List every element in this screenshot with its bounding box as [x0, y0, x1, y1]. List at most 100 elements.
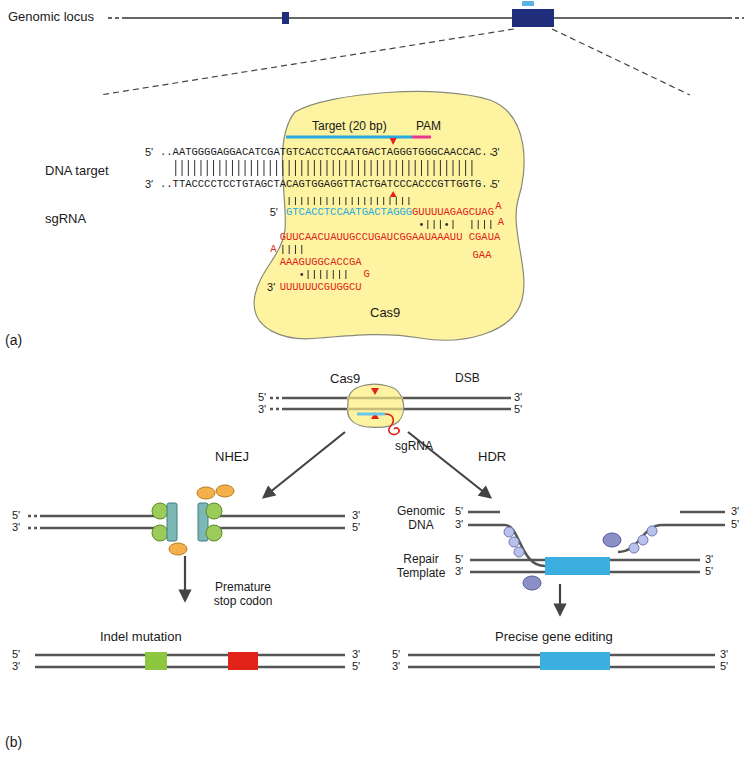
base-pair [282, 160, 283, 176]
base-pair [314, 197, 315, 205]
hdr-complex [647, 526, 657, 536]
nhej-complex [28, 515, 40, 518]
hdr-complex [629, 543, 639, 553]
base-pair [295, 197, 296, 205]
edited-dna [540, 652, 610, 670]
base-pair [471, 160, 472, 176]
protein-name: Cas9 [330, 372, 360, 385]
base-pair [301, 160, 302, 176]
cut-site [390, 138, 397, 145]
hdr-complex [523, 576, 541, 590]
hdr-complex [638, 535, 648, 545]
base-pair [289, 160, 290, 176]
base-pair [402, 197, 403, 205]
wobble-pair [445, 223, 448, 226]
base-pair [263, 160, 264, 176]
base-pair [308, 270, 309, 279]
base-pair [427, 220, 428, 229]
base-pair [200, 160, 201, 176]
end-label: 3' [392, 661, 400, 672]
base-pair [415, 160, 416, 176]
hdr-complex [504, 526, 657, 557]
protein-name: Cas9 [370, 306, 400, 319]
base-pair [478, 220, 479, 229]
cas9-protein: Cas9 [343, 382, 409, 428]
end-label: 3' [491, 147, 499, 158]
cut-site [390, 191, 397, 197]
end-label: 3' [514, 392, 522, 403]
genomic-locus [728, 17, 744, 19]
nhej-complex [28, 516, 345, 528]
end-label: 5' [491, 179, 499, 190]
end-label: 5' [705, 566, 713, 577]
end-label: 5' [145, 147, 153, 158]
dna-sequence: ..TTACCCCTCCTGTAGCTACAGTGGAGGTTACTGATCCC… [160, 179, 494, 190]
base-pair [345, 270, 346, 279]
spacer-sequence: GTCACCTCCAATGACTAGGG [286, 207, 412, 218]
base-pair [320, 160, 321, 176]
hdr-complex [509, 537, 519, 547]
base-pair [434, 220, 435, 229]
base-pair [314, 270, 315, 279]
scaffold-sequence: GUUCAACUAUUGCCUGAUCGGAAUAAAUU [280, 232, 463, 243]
protein-outline [343, 382, 409, 428]
base-pair [339, 270, 340, 279]
nhej-complex [28, 485, 345, 555]
base-pair [295, 160, 296, 176]
base-pair [213, 160, 214, 176]
end-label: 5' [455, 554, 463, 565]
end-label: 5' [270, 207, 278, 218]
end-label: 3' [352, 649, 360, 660]
end-label: 3' [258, 404, 266, 415]
cut-complex [347, 408, 403, 411]
base-pair [238, 160, 239, 176]
base-pair [245, 160, 246, 176]
nhej-complex [40, 515, 156, 518]
base-pair [326, 270, 327, 279]
base-pair [276, 160, 277, 176]
nhej-complex [152, 525, 168, 541]
protein-outline [254, 91, 524, 340]
base-pair [326, 197, 327, 205]
end-label: 5' [514, 404, 522, 415]
base-pair [440, 160, 441, 176]
dna-duplex [508, 397, 512, 400]
base-pair [308, 160, 309, 176]
dna-sequence: ..AATGGGGAGGACATCGATGTCACCTCCAATGACTAGGG… [160, 147, 494, 158]
wobble-pair [300, 273, 303, 276]
end-label: 3' [455, 566, 463, 577]
dna-duplex [270, 408, 282, 411]
base-pair [188, 160, 189, 176]
end-label: 3' [12, 522, 20, 533]
hdr-complex [468, 511, 500, 514]
nhej-complex [206, 525, 222, 541]
end-label: 3' [720, 649, 728, 660]
indel-dna [145, 652, 167, 670]
end-label: 5' [12, 649, 20, 660]
genomic-locus [522, 1, 534, 6]
base-pair [364, 197, 365, 205]
nhej-complex [212, 515, 345, 518]
base-pair [339, 197, 340, 205]
end-label: 5' [455, 506, 463, 517]
base-pair [251, 160, 252, 176]
base-pair [371, 160, 372, 176]
end-label: 5' [392, 649, 400, 660]
end-label: 5' [731, 519, 739, 530]
strand-label: sgRNA [45, 212, 86, 225]
scaffold-sequence: AAAGUGGCACCGA [280, 257, 362, 268]
target-label: Target (20 bp) [312, 120, 387, 132]
end-label: 5' [720, 661, 728, 672]
base-pair [408, 197, 409, 205]
base-pair [389, 197, 390, 205]
base-pair [308, 197, 309, 205]
loop-base: A [498, 217, 504, 228]
hdr-complex [468, 512, 725, 590]
base-pair [232, 160, 233, 176]
end-label: 3' [731, 506, 739, 517]
base-pair [389, 160, 390, 176]
pam-label: PAM [416, 120, 441, 132]
base-pair [427, 160, 428, 176]
loop-base: G [364, 269, 370, 280]
